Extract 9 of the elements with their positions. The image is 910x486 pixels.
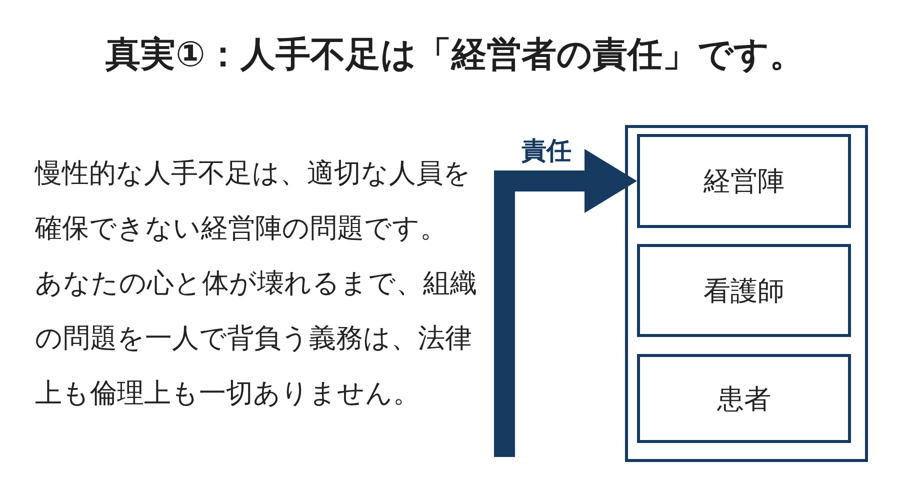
- role-box: 看護師: [637, 244, 851, 337]
- paragraph: 慢性的な人手不足は、適切な人員を確保できない経営陣の問題です。: [35, 157, 472, 246]
- role-box: 経営陣: [637, 134, 851, 228]
- paragraph: あなたの心と体が壊れるまで、組織の問題を一人で背負う義務は、法律上も倫理上も一切ありません。: [35, 267, 477, 411]
- outer-frame: [625, 125, 868, 462]
- arrow: [494, 148, 637, 457]
- title: 真実①：人手不足は「経営者の責任」です。: [104, 34, 806, 77]
- role-box: 患者: [637, 354, 851, 443]
- edge-label: 責任: [522, 136, 572, 166]
